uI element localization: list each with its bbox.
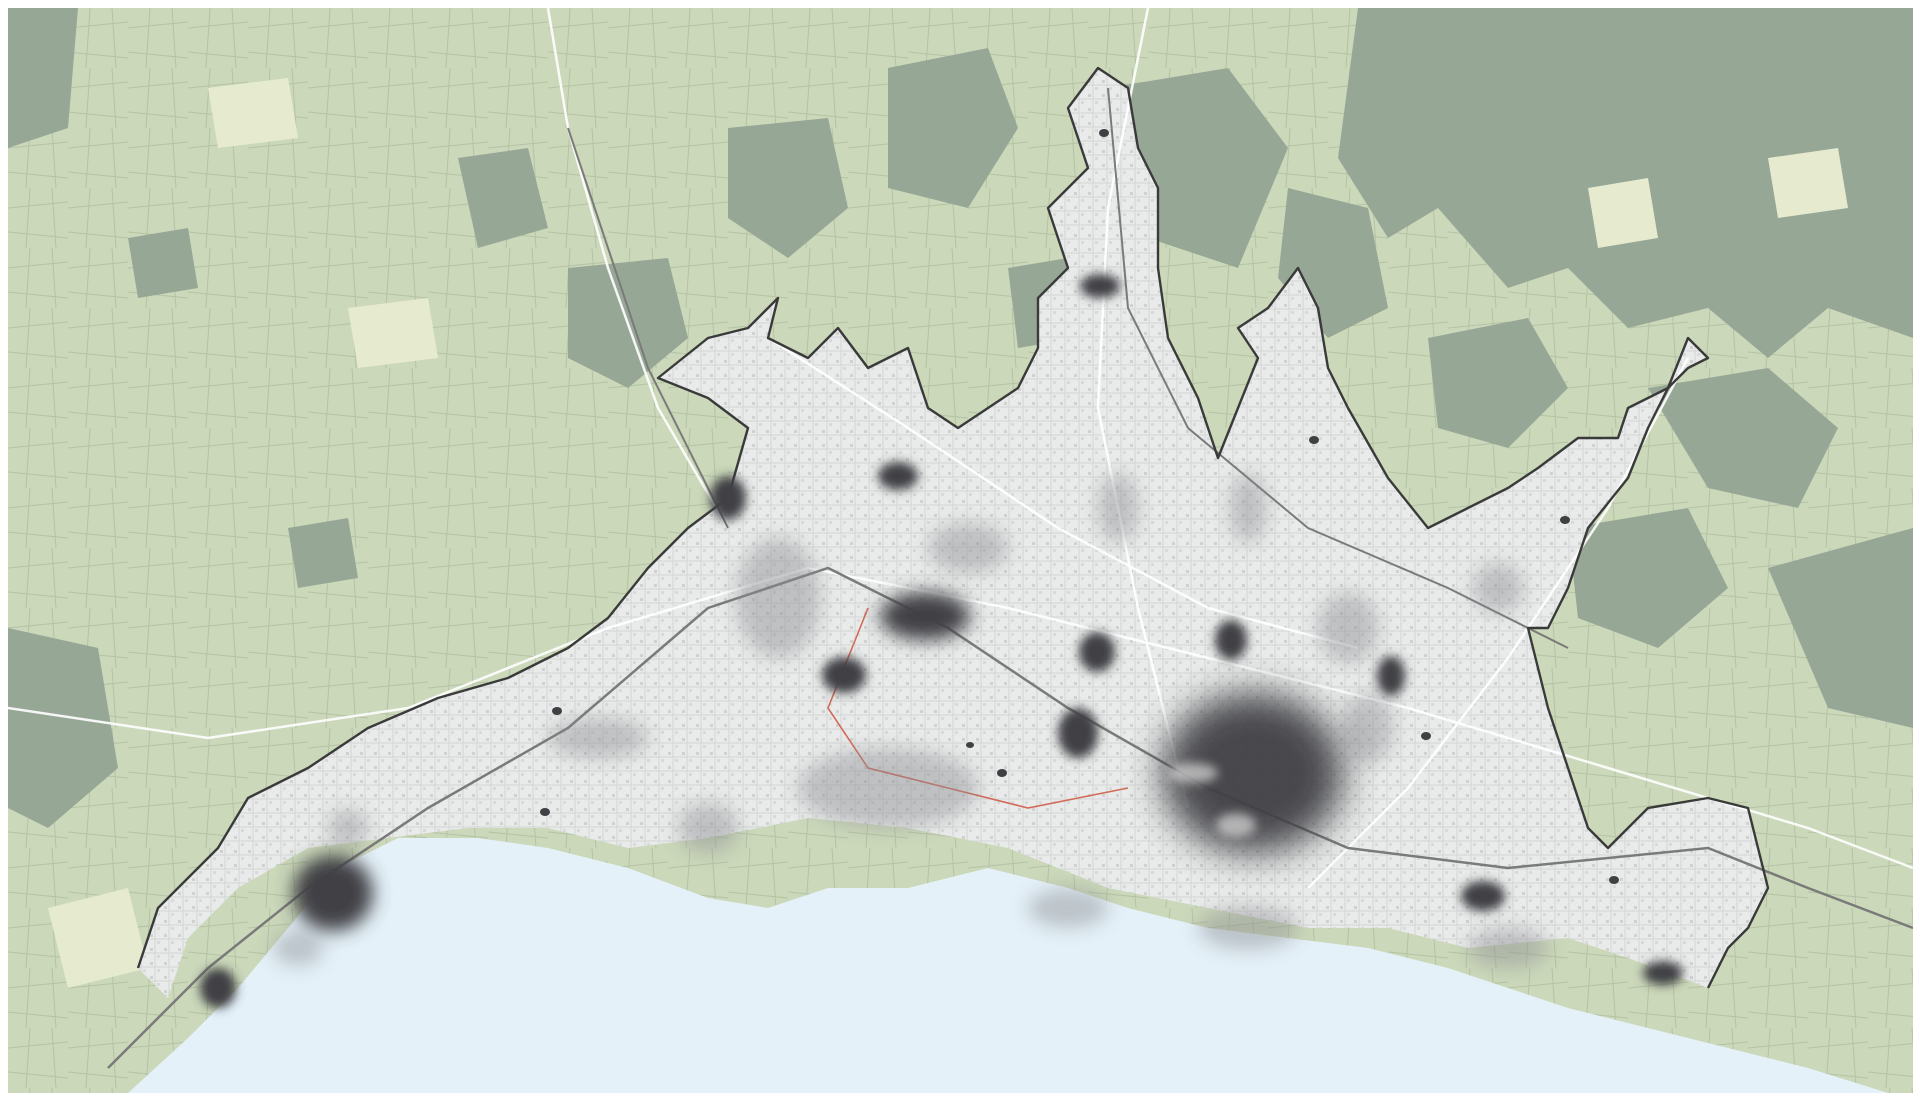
map-view[interactable] <box>8 8 1913 1093</box>
field-patch <box>48 888 148 988</box>
faint-hotspot <box>548 718 648 758</box>
forest-patch <box>458 148 548 248</box>
hotspot-dot <box>966 742 974 748</box>
faint-hotspot <box>1098 473 1138 543</box>
hotspot-dot <box>1609 876 1619 884</box>
faint-hotspot <box>1028 888 1108 928</box>
strong-hotspot-layer <box>200 129 1683 1008</box>
hotspot <box>878 462 918 490</box>
forest-patch <box>288 518 358 588</box>
forest-patch <box>128 228 198 298</box>
hotspot <box>1643 961 1683 985</box>
hotspot <box>1461 881 1505 911</box>
faint-hotspot <box>1473 563 1523 613</box>
forest-patch <box>1768 528 1913 728</box>
municipal-boundary <box>136 66 1770 989</box>
forest-patch <box>8 628 118 828</box>
hotspot-dot <box>552 707 562 715</box>
hotspot-dot <box>1421 732 1431 740</box>
hotspot <box>822 657 866 693</box>
faint-hotspot <box>328 810 368 846</box>
hotspot-highlight <box>1168 763 1218 783</box>
faint-hotspot <box>1230 473 1266 543</box>
hotspot <box>1377 656 1405 696</box>
field-patch <box>1588 178 1658 248</box>
road <box>1096 8 1190 809</box>
hotspot-dot <box>1560 516 1570 524</box>
forest-patch <box>8 8 78 148</box>
hotspot-dot <box>1099 129 1109 137</box>
hotspot <box>1079 632 1115 672</box>
hotspot-highlights <box>1168 763 1256 837</box>
map-canvas <box>8 8 1913 1093</box>
hotspot <box>1080 274 1120 298</box>
hotspot-major <box>1163 693 1343 853</box>
hotspot <box>1215 620 1247 660</box>
faint-hotspot <box>798 748 978 828</box>
hotspot-dot <box>997 769 1007 777</box>
forest-patch <box>1428 318 1568 448</box>
faint-hotspot <box>1468 928 1548 968</box>
faint-hotspot <box>273 930 323 966</box>
hotspot-dot <box>540 808 550 816</box>
light-field-layer <box>48 78 1848 988</box>
road <box>546 8 730 529</box>
road <box>767 336 1359 650</box>
hotspot-dot <box>1309 436 1319 444</box>
road-layer <box>8 8 1913 889</box>
faint-hotspot <box>928 523 1008 573</box>
hotspot <box>880 592 970 640</box>
field-patch <box>1768 148 1848 218</box>
hotspot-highlight <box>1216 813 1256 837</box>
hotspot <box>293 855 373 931</box>
faint-hotspot <box>736 538 820 658</box>
field-patch <box>208 78 298 148</box>
hotspot <box>200 968 236 1008</box>
forest-patch <box>888 48 1018 208</box>
lake <box>128 838 1888 1093</box>
faint-hotspot <box>1343 693 1393 763</box>
hotspot <box>710 476 746 520</box>
road <box>8 566 1913 870</box>
faint-hotspot-layer <box>273 473 1548 968</box>
forest-patch <box>1648 368 1838 508</box>
road <box>1307 357 1690 889</box>
forest-patch <box>728 118 848 258</box>
field-patch <box>348 298 438 368</box>
faint-hotspot <box>1198 906 1298 950</box>
faint-hotspot <box>1318 593 1378 663</box>
hotspot <box>1058 708 1098 758</box>
faint-hotspot <box>678 803 738 853</box>
forest-patch <box>1568 508 1728 648</box>
